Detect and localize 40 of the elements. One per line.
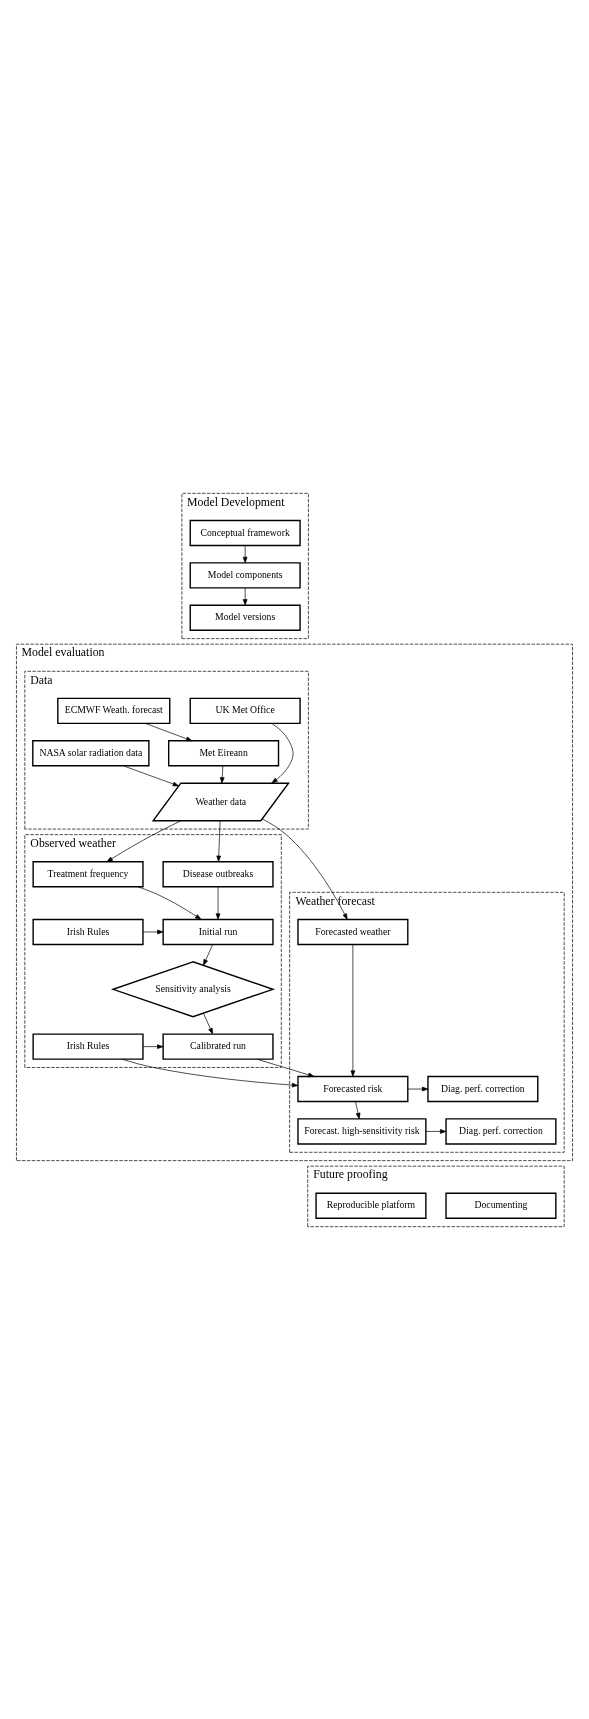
arrow bbox=[142, 929, 164, 934]
node-box: ECMWF Weath. forecast bbox=[57, 697, 171, 724]
arrow bbox=[350, 943, 356, 1077]
arrow bbox=[216, 819, 221, 862]
node-box: Reproducible platform bbox=[315, 1192, 427, 1219]
node-box: Forecasted weather bbox=[297, 918, 409, 945]
node-box: Forecast. high-sensitivity risk bbox=[297, 1117, 427, 1145]
node-box: Documenting bbox=[445, 1192, 557, 1219]
node-box: Conceptual framework bbox=[189, 519, 301, 546]
node-box: UK Met Office bbox=[189, 697, 301, 724]
node-box: Disease outbreaks bbox=[162, 860, 274, 887]
arrow bbox=[215, 886, 221, 920]
arrow bbox=[137, 886, 202, 920]
node-box: Forecasted risk bbox=[297, 1075, 409, 1102]
arrow bbox=[142, 1043, 164, 1049]
arrow bbox=[355, 1100, 361, 1119]
node-box: Irish Rules bbox=[32, 1032, 144, 1060]
node-box: Met Eireann bbox=[168, 739, 280, 766]
node-box: Calibrated run bbox=[162, 1032, 274, 1060]
arrow bbox=[203, 943, 214, 966]
arrow bbox=[242, 544, 248, 563]
arrow bbox=[145, 722, 193, 741]
node-box: NASA solar radiation data bbox=[32, 739, 150, 766]
arrow bbox=[425, 1128, 447, 1134]
node-box: Diag. perf. correction bbox=[427, 1075, 539, 1102]
arrow bbox=[203, 1012, 213, 1034]
arrow bbox=[106, 819, 182, 862]
arrow bbox=[261, 818, 348, 920]
node-box: Initial run bbox=[162, 918, 274, 945]
node-box: Diag. perf. correction bbox=[445, 1117, 557, 1145]
arrow bbox=[407, 1086, 429, 1091]
node-box: Model components bbox=[189, 561, 301, 589]
node-box: Irish Rules bbox=[32, 918, 144, 945]
arrow bbox=[242, 587, 248, 605]
arrow bbox=[219, 765, 225, 783]
node-box: Model versions bbox=[189, 604, 301, 631]
arrow bbox=[121, 1058, 299, 1087]
node-box: Treatment frequency bbox=[32, 860, 144, 887]
arrow bbox=[123, 765, 180, 786]
arrow bbox=[256, 1058, 315, 1077]
